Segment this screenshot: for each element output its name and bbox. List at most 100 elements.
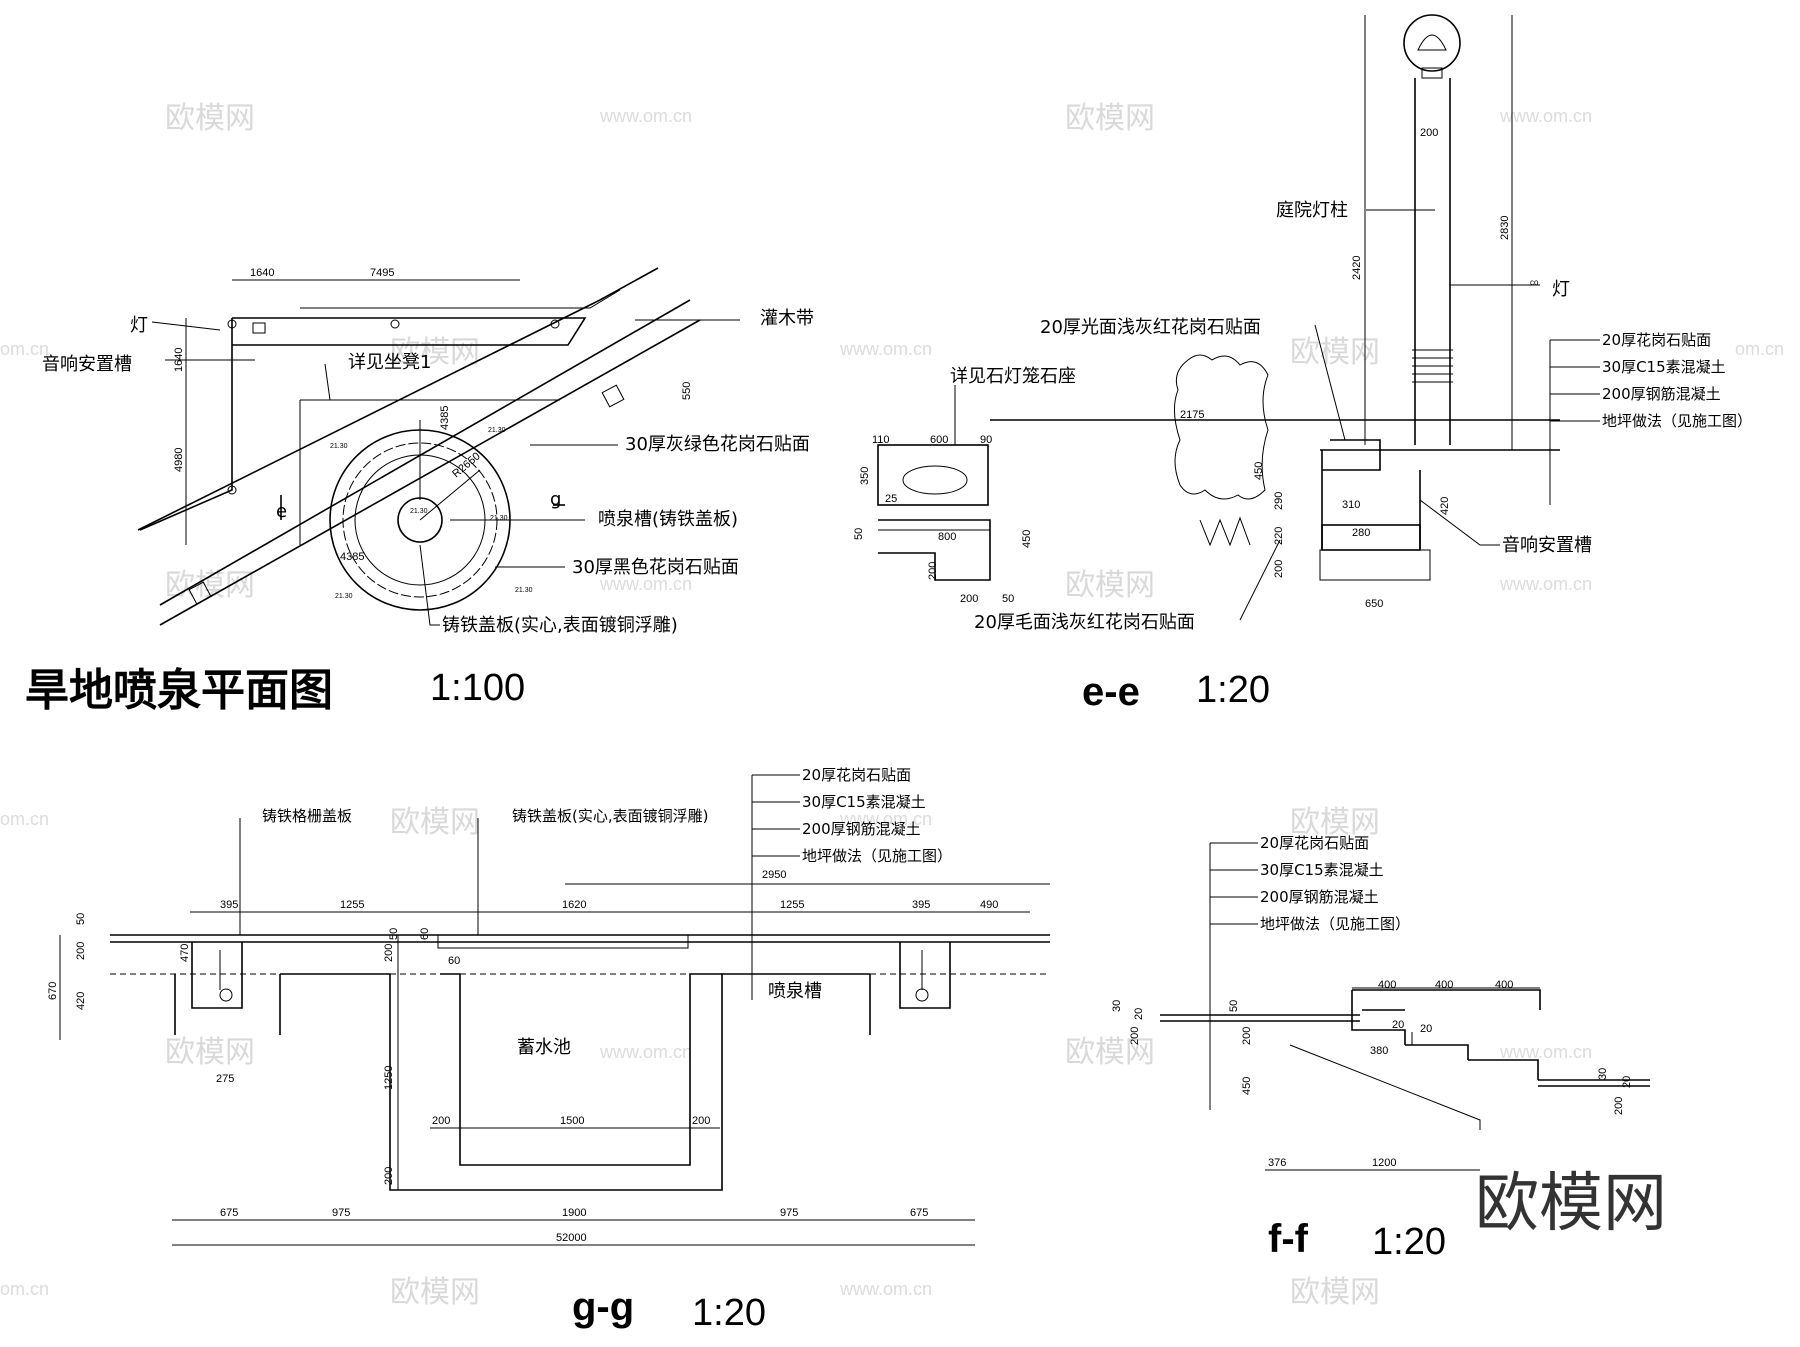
gg-dim: 50 [388,928,400,940]
plan-lamp-dot [227,319,237,329]
ee-dim: 600 [930,434,948,446]
ff-dim: 380 [1370,1045,1388,1057]
gg-label-grate: 铸铁格栅盖板 [262,807,352,825]
watermark-layer: 欧模网 www.om.cn 欧模网 www.om.cn om.cn 欧模网 ww… [0,101,1784,1310]
stone-lamp-bowl [902,465,968,495]
right-slot [899,942,951,1009]
lamp-head [1403,14,1461,72]
gg-dim: 975 [780,1207,798,1219]
watermark-text: 欧模网 [1290,1275,1380,1310]
shrub-stems [1199,516,1251,547]
plan-label-shrub: 灌木带 [760,308,814,329]
plan-elev: 21.30 [330,443,348,450]
watermark-url: om.cn [0,1279,49,1299]
ee-dim: 800 [938,531,956,543]
ee-label-rc: 200厚钢筋混凝土 [1602,385,1721,403]
left-nozzle-head [219,988,233,1002]
gg-dim: 52000 [556,1232,587,1244]
ff-label-floor: 地坪做法（见施工图） [1260,915,1410,933]
watermark-text: 欧模网 [1065,1035,1155,1070]
gg-dim: 50 [75,913,87,925]
ee-dim: co [1530,278,1539,287]
gg-label-pool: 蓄水池 [517,1037,571,1058]
plan-dim: 4980 [173,448,185,472]
gg-dim: 675 [910,1207,928,1219]
ee-title: e-e [1082,670,1140,714]
watermark-url: www.om.cn [1499,106,1592,126]
ff-step-top [1352,989,1541,1010]
pool-outer [280,973,870,1191]
ff-dim: 200 [1613,1097,1625,1115]
plan-bench-band [232,317,587,346]
ff-dim: 20 [1392,1019,1404,1031]
watermark-url: om.cn [0,809,49,829]
watermark-text: 欧模网 [1290,805,1380,840]
section-ff: 400 400 400 30 20 50 200 200 20 20 380 4… [1111,834,1650,1263]
gg-dim: 60 [448,955,460,967]
ee-dim: 50 [1002,593,1014,605]
watermark-url: www.om.cn [839,339,932,359]
plan-path-edge [159,319,701,626]
leader-line [1239,539,1281,621]
ee-label-lamp: 灯 [1552,279,1570,300]
plan-light-marker [252,322,266,334]
watermark-text: 欧模网 [165,1035,255,1070]
section-label-e: e [276,501,287,522]
ee-label-lamp-post: 庭院灯柱 [1276,200,1348,221]
ff-dim: 400 [1378,979,1396,991]
ff-label-c15: 30厚C15素混凝土 [1260,861,1384,879]
watermark-url: www.om.cn [1499,574,1592,594]
gg-dim: 200 [432,1115,450,1127]
ff-dim: 200 [1241,1027,1253,1045]
watermark-url: www.om.cn [839,809,932,829]
plan-lamp-dot [390,319,400,329]
ee-dim: 200 [1420,127,1438,139]
plan-left-edge [139,318,233,531]
ee-dim: 110 [872,434,890,446]
section-gg: 2950 395 1255 1620 1255 395 490 50 200 4… [47,766,1050,1334]
ee-label-rough: 20厚毛面浅灰红花岗石贴面 [974,612,1195,633]
plan-dim: 4385 [340,551,364,563]
footing [1319,549,1431,581]
gg-dim: 675 [220,1207,238,1219]
ff-slope [1289,1044,1481,1130]
gg-dim: 420 [75,992,87,1010]
ff-dim: 450 [1241,1077,1253,1095]
leader-line [1419,499,1500,546]
plan-title: 旱地喷泉平面图 [25,665,333,716]
gg-dim: 1620 [562,899,586,911]
ff-dim: 20 [1420,1023,1432,1035]
ff-label-granite: 20厚花岗石贴面 [1260,834,1369,852]
ff-dim: 20 [1133,1008,1145,1020]
ff-dim: 400 [1435,979,1453,991]
gg-label-granite: 20厚花岗石贴面 [802,766,911,784]
watermark-url: www.om.cn [599,1042,692,1062]
ee-label-polished: 20厚光面浅灰红花岗石贴面 [1040,317,1261,338]
gg-label-slot: 喷泉槽 [768,981,822,1002]
gg-dim: 670 [47,982,59,1000]
watermark-text: 欧模网 [390,335,480,370]
ff-dim: 400 [1495,979,1513,991]
watermark-url: om.cn [1735,339,1784,359]
gg-dim: 200 [383,944,395,962]
plan-lamp-dot [550,319,560,329]
fountain-radius-line [419,469,481,521]
gg-dim: 60 [419,928,431,940]
ff-dim: 30 [1597,1068,1609,1080]
ee-label-floor: 地坪做法（见施工图） [1602,412,1752,430]
plan-lamp-dot [227,485,237,495]
ff-dim: 30 [1111,1000,1123,1012]
ee-dim: 2420 [1351,256,1363,280]
gg-dim: 1255 [780,899,804,911]
ee-dim: 200 [960,593,978,605]
gg-dim: 975 [332,1207,350,1219]
ff-step [1468,1059,1539,1080]
left-slot [191,942,243,1009]
watermark-text: 欧模网 [390,1275,480,1310]
plan-elev: 21.30 [488,427,506,434]
ee-dim: 90 [980,434,992,446]
ee-dim: 200 [927,562,939,580]
gg-dim: 470 [179,944,191,962]
